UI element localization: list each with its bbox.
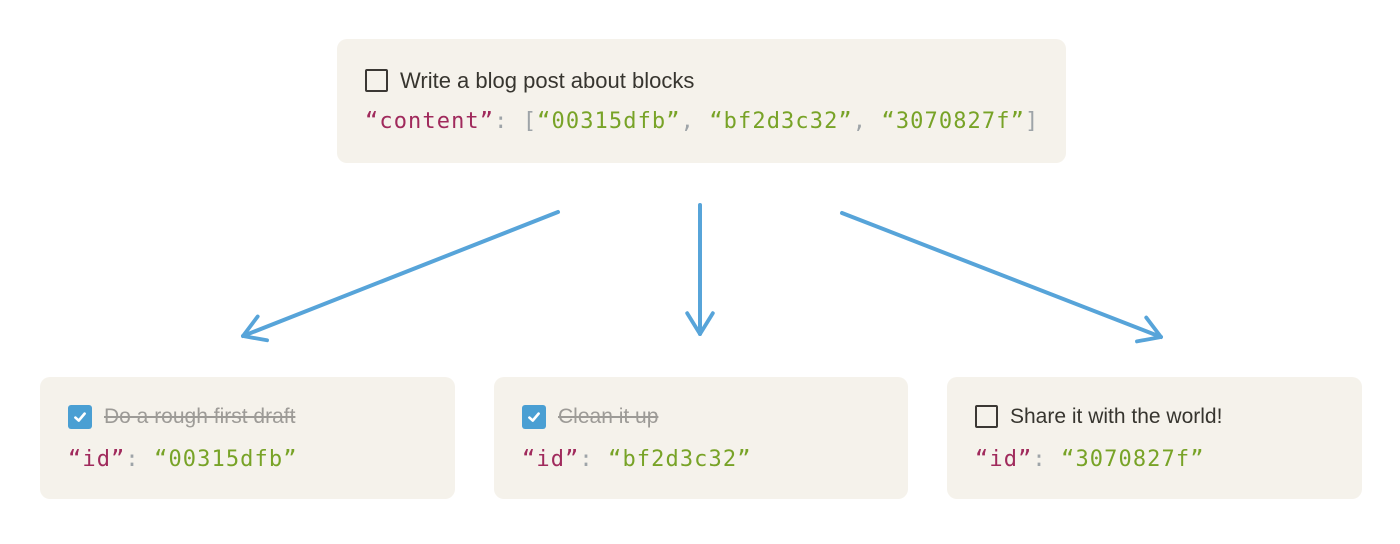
todo-row: Write a blog post about blocks <box>365 66 1038 96</box>
code-string: “3070827f” <box>881 108 1025 134</box>
todo-row: Clean it up <box>522 402 880 432</box>
code-separator: , <box>680 108 710 134</box>
code-colon: : <box>494 108 523 134</box>
todo-checkbox[interactable] <box>975 405 998 428</box>
code-line: “content”: [“00315dfb”, “bf2d3c32”, “307… <box>365 107 1038 137</box>
check-icon <box>74 411 86 422</box>
code-bracket-open: [ <box>522 108 538 134</box>
code-string: “bf2d3c32” <box>608 446 752 472</box>
code-separator: , <box>852 108 882 134</box>
code-bracket-close: ] <box>1024 108 1040 134</box>
code-string: “00315dfb” <box>537 108 681 134</box>
code-line: “id”: “3070827f” <box>975 445 1334 475</box>
code-key: “id” <box>975 446 1033 472</box>
todo-row: Do a rough first draft <box>68 402 427 432</box>
code-key: “id” <box>68 446 126 472</box>
child-block-card: Clean it up “id”: “bf2d3c32” <box>494 377 908 499</box>
check-icon <box>528 411 540 422</box>
code-line: “id”: “bf2d3c32” <box>522 445 880 475</box>
code-string: “00315dfb” <box>154 446 298 472</box>
arrow-to-child-3 <box>840 211 1163 344</box>
arrow-to-child-1 <box>241 210 560 343</box>
child-block-card: Share it with the world! “id”: “3070827f… <box>947 377 1362 499</box>
code-colon: : <box>579 446 609 472</box>
todo-label: Do a rough first draft <box>104 404 296 428</box>
todo-checkbox[interactable] <box>522 404 546 429</box>
parent-block-card: Write a blog post about blocks “content”… <box>337 39 1066 163</box>
todo-checkbox[interactable] <box>365 69 388 92</box>
todo-label: Clean it up <box>558 404 659 428</box>
todo-label: Share it with the world! <box>1010 404 1223 428</box>
code-string: “bf2d3c32” <box>709 108 853 134</box>
todo-row: Share it with the world! <box>975 402 1334 432</box>
code-string: “3070827f” <box>1061 446 1205 472</box>
todo-checkbox[interactable] <box>68 404 92 429</box>
code-key: “content” <box>365 108 495 134</box>
code-colon: : <box>1032 446 1062 472</box>
code-colon: : <box>125 446 155 472</box>
todo-label: Write a blog post about blocks <box>400 67 695 93</box>
code-line: “id”: “00315dfb” <box>68 445 427 475</box>
code-key: “id” <box>522 446 580 472</box>
child-block-card: Do a rough first draft “id”: “00315dfb” <box>40 377 455 499</box>
